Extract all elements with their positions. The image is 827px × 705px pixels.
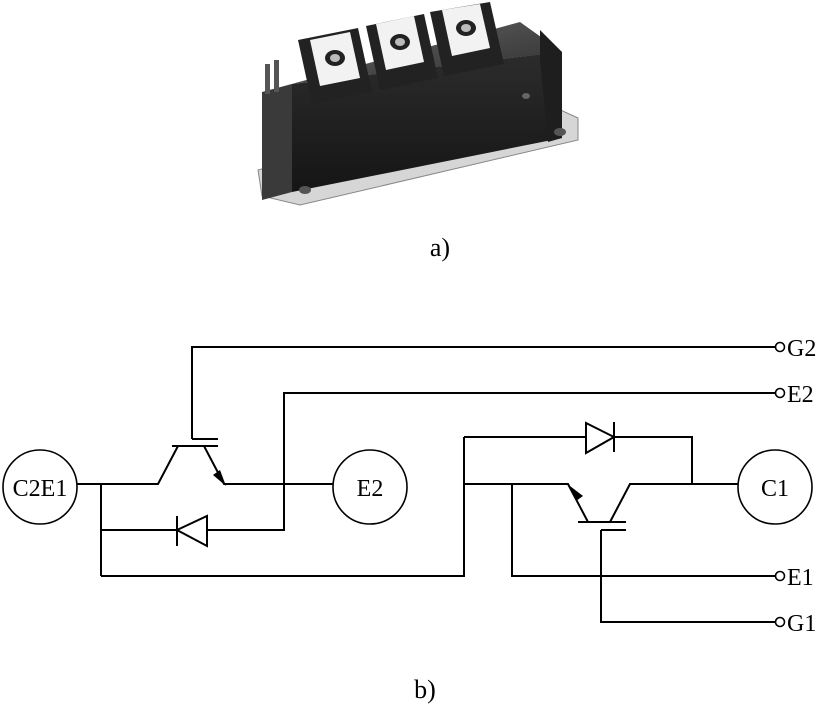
node-c1-label: C1 — [761, 476, 789, 502]
terminal-e2: E2 — [774, 382, 814, 408]
terminal-g2-label: G2 — [787, 336, 816, 362]
igbt-upper — [77, 438, 333, 486]
terminal-g1-label: G1 — [787, 611, 816, 637]
node-e2-label: E2 — [357, 476, 384, 502]
igbt-module-photo — [257, 2, 579, 206]
caption-a: a) — [430, 233, 450, 262]
wire-g2 — [191, 346, 776, 439]
diode-upper — [100, 484, 285, 576]
terminal-g2: G2 — [774, 336, 816, 362]
wire-c2e1-link — [101, 437, 465, 577]
terminal-e2-label: E2 — [787, 382, 814, 408]
node-c1: C1 — [737, 449, 813, 525]
terminal-g1: G1 — [774, 611, 816, 637]
igbt-lower — [464, 483, 738, 531]
node-c2e1-label: C2E1 — [13, 476, 68, 502]
wire-e2 — [283, 392, 776, 484]
terminal-e1-label: E1 — [787, 565, 814, 591]
terminal-e1: E1 — [774, 565, 814, 591]
wire-e1 — [511, 484, 776, 577]
node-e2: E2 — [332, 449, 408, 525]
wire-g1 — [600, 530, 776, 623]
caption-b: b) — [414, 675, 436, 704]
node-c2e1: C2E1 — [2, 449, 78, 525]
circuit-schematic: C2E1 E2 C1 — [2, 336, 816, 637]
diode-lower — [464, 421, 693, 484]
